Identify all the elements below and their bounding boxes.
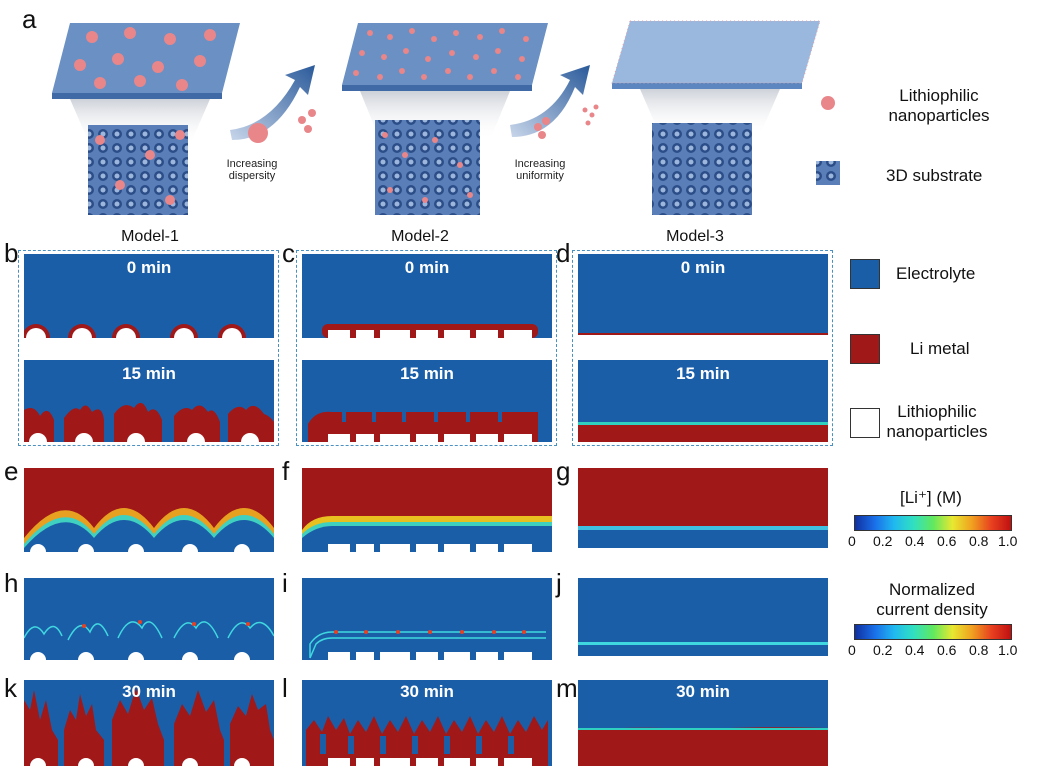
sim-k-30min: 30 min [24,680,274,766]
particle-legend-icon [821,96,835,110]
sim-h-current-density [24,578,274,660]
time-label: 0 min [404,258,450,277]
panel-label-e: e [4,456,19,486]
legend-electrolyte-text: Electrolyte [896,264,976,283]
arrow-note-dispersity: Increasing dispersity [226,158,278,182]
time-label: 30 min [122,682,176,701]
panel-label-j: j [556,568,562,598]
colorbar-li-ticks: 0 0.2 0.4 0.6 0.8 1.0 [848,533,1018,549]
arrow-note-uniformity: Increasing uniformity [514,158,566,182]
panel-label-g: g [556,456,571,486]
frame-d [572,250,833,446]
colorbar-current-title: Normalized current density [876,580,988,619]
frame-b [18,250,279,446]
legend-particles-text: Lithiophilic nanoparticles [888,86,990,125]
sim-e-li-concentration [24,468,274,552]
colorbar-current-ticks: 0 0.2 0.4 0.6 0.8 1.0 [848,642,1018,658]
li-metal-swatch [850,334,880,364]
sim-c-0min: 0 min [302,254,552,338]
colorbar-li-title: [Li⁺] (M) [900,488,962,507]
sim-c-15min: 15 min [302,360,552,442]
substrate-legend-icon [816,161,840,185]
sim-d-0min: 0 min [578,254,828,338]
sim-b-15min: 15 min [24,360,274,442]
time-label: 30 min [676,682,730,701]
time-label: 15 min [400,364,454,383]
arrow-dispersity [230,65,315,140]
time-label: 0 min [680,258,726,277]
panel-label-c: c [282,238,295,268]
sim-i-current-density [302,578,552,660]
panel-label-a: a [22,4,37,34]
sim-f-li-concentration [302,468,552,552]
legend-li-metal-text: Li metal [910,339,970,358]
legend-mid-particles-text: Lithiophilic nanoparticles [886,402,988,441]
panel-label-i: i [282,568,288,598]
panel-label-m: m [556,673,578,703]
sim-g-li-concentration [578,468,828,552]
model-3-caption: Model-3 [666,228,724,245]
particle-swatch [850,408,880,438]
panel-label-k: k [4,673,17,703]
arrow-uniformity [510,65,590,137]
time-label: 30 min [400,682,454,701]
panel-label-d: d [556,238,571,268]
sim-j-current-density [578,578,828,660]
model3-plate [612,21,820,83]
sim-l-30min: 30 min [302,680,552,766]
model-1-caption: Model-1 [121,228,179,245]
time-label: 15 min [676,364,730,383]
panel-label-b: b [4,238,19,268]
panel-label-l: l [282,673,288,703]
model1-plate [52,23,240,93]
electrolyte-swatch [850,259,880,289]
frame-c [296,250,557,446]
model-2-caption: Model-2 [391,228,449,245]
sim-m-30min: 30 min [578,680,828,766]
legend-substrate-text: 3D substrate [886,166,983,185]
colorbar-current [854,624,1012,640]
panel-label-h: h [4,568,19,598]
schematic-illustration [52,20,840,215]
time-label: 15 min [122,364,176,383]
time-label: 0 min [126,258,172,277]
colorbar-li [854,515,1012,531]
sim-d-15min: 15 min [578,360,828,442]
sim-b-0min: 0 min [24,254,274,338]
panel-label-f: f [282,456,290,486]
